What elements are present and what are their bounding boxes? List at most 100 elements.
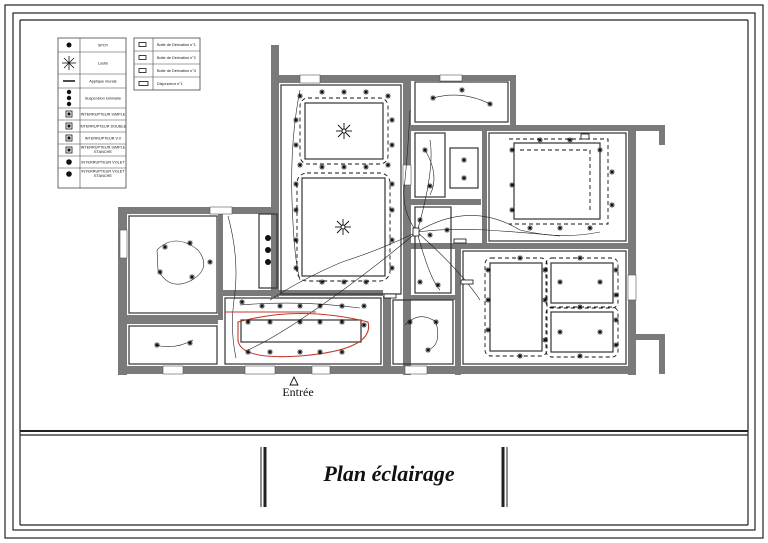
spot-icon (485, 267, 491, 273)
chandelier-icon (62, 56, 76, 70)
legend-row: Applique murale (58, 73, 126, 84)
spot-icon (293, 117, 299, 123)
spot-icon (577, 353, 583, 359)
legend-symbol-label: SPOT (98, 44, 109, 48)
spot-icon (297, 162, 303, 168)
spot-icon (157, 269, 163, 275)
spot-icon (609, 169, 615, 175)
legend-symbol-label: INTERRUPTEUR SIMPLE (81, 113, 126, 117)
legend-symbol-label: Lustre (98, 62, 109, 66)
spot-icon (389, 237, 395, 243)
spot-icon (517, 255, 523, 261)
legend-box-row: Disjoncteur n°1 (134, 76, 200, 86)
legend-symbol-label: INTERRUPTEUR VOLET (81, 161, 125, 165)
spot-icon (207, 259, 213, 265)
spot-icon (389, 207, 395, 213)
spot-icon (389, 117, 395, 123)
spot-icon (613, 292, 619, 298)
pendant-icon (265, 247, 271, 253)
spot-icon (317, 303, 323, 309)
spot-icon (430, 95, 436, 101)
pendant-icon (265, 235, 271, 241)
chandelier-fixtures (335, 123, 352, 235)
spot-icon (485, 327, 491, 333)
spot-icon (444, 227, 450, 233)
openings (119, 74, 637, 375)
spot-icon (407, 319, 413, 325)
switch-double-icon (65, 122, 73, 130)
spot-icon (613, 267, 619, 273)
spot-icon (597, 279, 603, 285)
spot-icon (277, 303, 283, 309)
legend-symbol-label: INTERRUPTEUR DOUBLE (80, 125, 127, 129)
spot-icon (154, 342, 160, 348)
legend-row: Suspension luminaire (58, 87, 126, 107)
spot-icon (459, 87, 465, 93)
switch-two-way-icon (65, 134, 73, 142)
spot-icon (389, 181, 395, 187)
junction-boxes (383, 133, 590, 299)
spot-icon (417, 217, 423, 223)
spot-icon (319, 164, 325, 170)
spot-icon (417, 279, 423, 285)
spot-icon (587, 225, 593, 231)
spot-icon (341, 89, 347, 95)
legend-row: INTERRUPTEUR SIMPLE (58, 107, 126, 118)
legend-row: INTERRUPTEUR V.V (58, 131, 126, 142)
pendant-icon (265, 259, 271, 265)
spot-icon (319, 279, 325, 285)
spot-icon (293, 237, 299, 243)
spot-icon (293, 181, 299, 187)
spot-icon (422, 147, 428, 153)
red-feeder-line (225, 311, 370, 358)
legend-box-row: Boite de Dérivation n°1 (138, 42, 196, 47)
junction-box-icon (138, 55, 147, 60)
pendant-fixtures (265, 235, 271, 265)
legend-row: SPOT (66, 42, 109, 48)
junction-box-icon (460, 279, 474, 285)
switch-waterproof-icon (65, 146, 73, 154)
spot-icon (542, 267, 548, 273)
junction-box-icon (138, 42, 147, 47)
spot-icon (485, 297, 491, 303)
spot-icon (389, 265, 395, 271)
switch-single-icon (65, 110, 73, 118)
spot-icon (162, 244, 168, 250)
spot-icon (361, 303, 367, 309)
junction-box-icon (580, 133, 590, 140)
breaker-icon (138, 81, 149, 86)
room-outlines (128, 81, 627, 365)
spot-icon (339, 319, 345, 325)
junction-box-icon (138, 68, 147, 73)
spot-icon (435, 282, 441, 288)
spot-icon (187, 340, 193, 346)
spot-icon (385, 93, 391, 99)
entrance-arrow-icon (289, 375, 299, 386)
spot-icon (363, 279, 369, 285)
spot-icon (509, 182, 515, 188)
spot-icon (577, 304, 583, 310)
legend-box-label: Disjoncteur n°1 (157, 82, 183, 86)
spot-icon (613, 342, 619, 348)
entrance-label: Entrée (282, 385, 313, 399)
junction-box-icon (453, 238, 467, 244)
spot-icon (317, 349, 323, 355)
legend-symbol-label: INTERRUPTEUR V.V (85, 137, 122, 141)
spot-icon (259, 303, 265, 309)
spot-icon (293, 142, 299, 148)
spot-icon (427, 183, 433, 189)
spot-icon (557, 279, 563, 285)
spot-icon (537, 137, 543, 143)
legend-symbol-label: Applique murale (89, 80, 116, 84)
legend-box-label: Boite de Dérivation n°1 (157, 43, 196, 47)
spot-icon (597, 329, 603, 335)
shutter-switch-waterproof-icon (66, 171, 72, 177)
spot-icon (433, 319, 439, 325)
spot-icon (557, 329, 563, 335)
spot-icon (461, 175, 467, 181)
